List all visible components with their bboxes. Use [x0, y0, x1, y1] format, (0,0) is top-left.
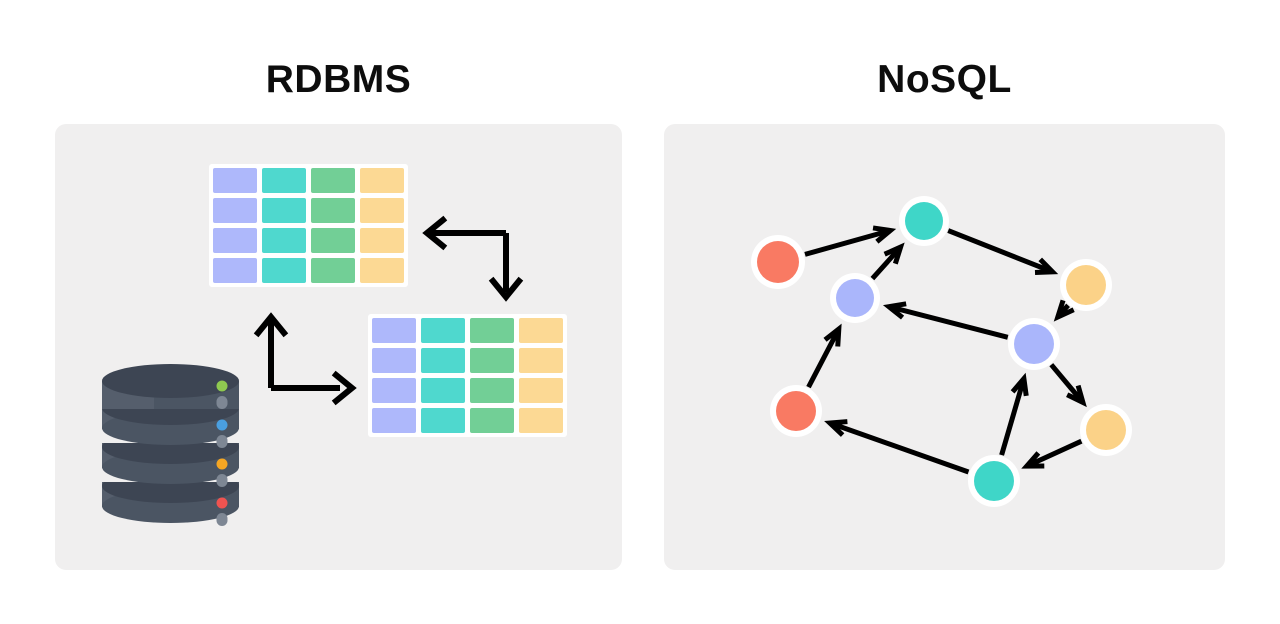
table-cell [421, 378, 465, 403]
db-disk-3 [102, 443, 239, 484]
node-purple-right[interactable] [1008, 318, 1060, 370]
table-cell [470, 348, 514, 373]
node-purple-upper[interactable] [830, 273, 880, 323]
node-purple-right-fill [1014, 324, 1054, 364]
table-cell [372, 378, 416, 403]
table-cell [519, 318, 563, 343]
table-cell [421, 318, 465, 343]
page-title-nosql: NoSQL [877, 58, 1012, 101]
table-cell [360, 198, 404, 223]
disk-3-idle-led [216, 474, 228, 487]
node-yellow-lower[interactable] [1080, 404, 1132, 456]
table-cell [213, 258, 257, 283]
table-cell [519, 408, 563, 433]
table-cell [311, 198, 355, 223]
node-teal-top[interactable] [899, 196, 949, 246]
node-purple-upper-fill [836, 279, 874, 317]
table-cell [372, 348, 416, 373]
database-cylinder-icon [100, 364, 245, 534]
table-cell [262, 228, 306, 253]
node-coral-left-fill [757, 241, 799, 283]
table-cell [470, 408, 514, 433]
table-cell [372, 318, 416, 343]
node-teal-bottom[interactable] [968, 455, 1020, 507]
table-cell [311, 228, 355, 253]
disk-2-idle-led [216, 435, 228, 448]
node-yellow-upper[interactable] [1060, 259, 1112, 311]
table-cell [360, 168, 404, 193]
disk-1-idle-led [216, 396, 228, 409]
page-title-rdbms: RDBMS [265, 58, 412, 101]
table-cell [421, 408, 465, 433]
table-cell [311, 168, 355, 193]
db-disk-1 [102, 364, 239, 409]
node-teal-top-fill [905, 202, 943, 240]
table-cell [360, 258, 404, 283]
node-yellow-lower-fill [1086, 410, 1126, 450]
node-yellow-upper-fill [1066, 265, 1106, 305]
disk-2-status-led [216, 419, 228, 431]
db-disk-4 [102, 482, 239, 523]
table-cell [470, 378, 514, 403]
table-cell [213, 168, 257, 193]
disk-4-idle-led [216, 513, 228, 526]
table-cell [262, 168, 306, 193]
node-coral-left[interactable] [751, 235, 805, 289]
table-cell [262, 258, 306, 283]
node-coral-bottom-fill [776, 391, 816, 431]
table-top [209, 164, 408, 287]
table-cell [421, 348, 465, 373]
table-cell [519, 378, 563, 403]
table-cell [372, 408, 416, 433]
node-teal-bottom-fill [974, 461, 1014, 501]
table-bottom [368, 314, 567, 437]
disk-3-status-led [216, 458, 228, 470]
node-coral-bottom[interactable] [770, 385, 822, 437]
table-cell [470, 318, 514, 343]
table-cell [360, 228, 404, 253]
table-cell [262, 198, 306, 223]
table-cell [311, 258, 355, 283]
disk-4-status-led [216, 497, 228, 509]
panel-nosql [664, 124, 1225, 570]
table-cell [213, 198, 257, 223]
disk-1-status-led [216, 380, 228, 392]
table-cell [519, 348, 563, 373]
table-cell [213, 228, 257, 253]
